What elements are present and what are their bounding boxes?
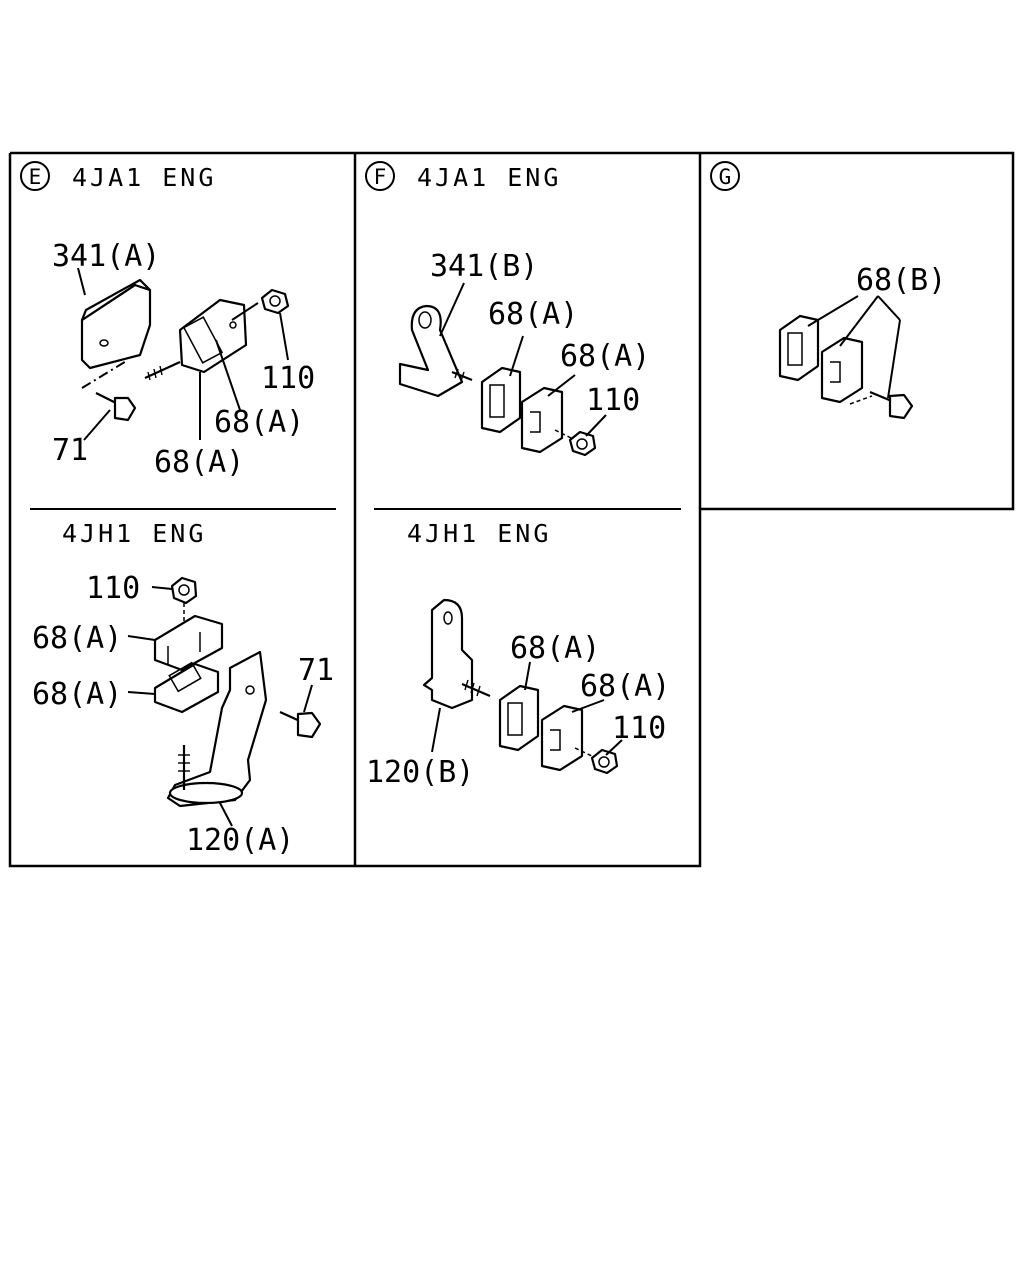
bolt-71-e-bottom [279, 710, 322, 739]
panel-e-bottom-title: 4JH1 ENG [62, 519, 206, 548]
panel-e: E 4JA1 ENG 4JH1 ENG [20, 161, 334, 858]
label-68a-e-top-2: 68(A) [154, 445, 244, 480]
label-71-e-top: 71 [52, 433, 88, 468]
bracket-341a [80, 278, 152, 370]
panel-e-top-title: 4JA1 ENG [72, 163, 216, 192]
label-68a-f-top-2: 68(A) [560, 339, 650, 374]
bolt-e-top-mid [144, 360, 181, 381]
stud-f-bottom [461, 679, 491, 698]
label-68a-f-top-1: 68(A) [488, 297, 578, 332]
clamp-68b-2 [820, 336, 864, 404]
clamp-68a-f-bottom-2 [540, 704, 584, 772]
panel-f: F 4JA1 ENG 4JH1 ENG 341(B) [365, 161, 670, 790]
diagram-frame [8, 151, 1015, 868]
label-120a: 120(A) [186, 823, 294, 858]
nut-110-e-top [260, 288, 290, 315]
marker-e: E [29, 165, 42, 189]
clamp-68a-f-top-2 [520, 386, 564, 454]
clamp-68a-e-bottom-1 [153, 614, 224, 672]
clamp-68a-e-bottom-2 [153, 661, 220, 714]
clamp-68a-f-bottom-1 [498, 684, 540, 752]
bracket-341b [398, 304, 464, 398]
panel-f-bottom-title: 4JH1 ENG [407, 519, 551, 548]
bracket-120a [166, 650, 268, 808]
bolt-71-e-top [95, 392, 137, 422]
marker-f-circle [365, 161, 395, 191]
panel-f-top-title: 4JA1 ENG [417, 163, 561, 192]
marker-g: G [719, 165, 732, 189]
label-71-e-bottom: 71 [298, 653, 334, 688]
clamp-68b-1 [778, 314, 820, 382]
clamp-68a-f-top-1 [480, 366, 522, 434]
label-68b: 68(B) [856, 263, 946, 298]
panel-g: G 68(B) [710, 161, 946, 420]
label-110-e-bottom: 110 [86, 571, 140, 606]
label-341a: 341(A) [52, 239, 160, 274]
label-120b: 120(B) [366, 755, 474, 790]
label-68a-f-bottom-2: 68(A) [580, 669, 670, 704]
nut-110-f-bottom [590, 748, 619, 775]
bracket-120b [422, 598, 474, 710]
label-110-f-top: 110 [586, 383, 640, 418]
stud-e-bottom [178, 745, 190, 790]
bolt-g [869, 390, 914, 420]
label-68a-e-top-1: 68(A) [214, 405, 304, 440]
marker-e-circle [20, 161, 50, 191]
clamp-68a-e-top [178, 298, 248, 374]
label-110-f-bottom: 110 [612, 711, 666, 746]
nut-110-e-bottom [170, 576, 198, 605]
nut-110-f-top [568, 430, 597, 457]
marker-f: F [374, 165, 387, 189]
stud-f-top [451, 368, 473, 382]
label-68a-f-bottom-1: 68(A) [510, 631, 600, 666]
label-110-e-top: 110 [261, 361, 315, 396]
label-68a-e-bottom-2: 68(A) [32, 677, 122, 712]
label-341b: 341(B) [430, 249, 538, 284]
label-68a-e-bottom-1: 68(A) [32, 621, 122, 656]
marker-g-circle [710, 161, 740, 191]
